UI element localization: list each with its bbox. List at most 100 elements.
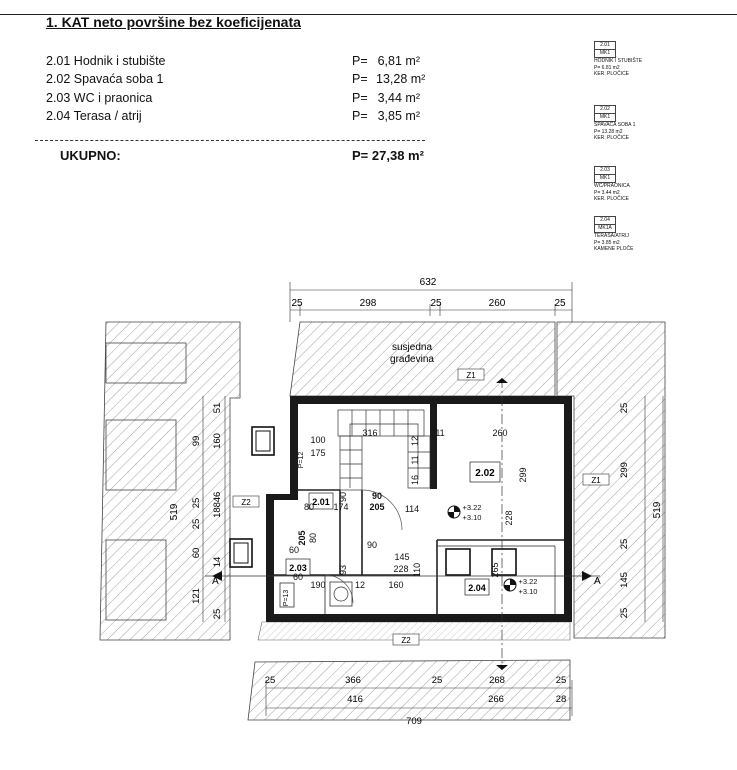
total-value: P= 27,38 m²	[352, 148, 424, 163]
inner-dimension: 174	[333, 502, 348, 512]
inner-dimension: 145	[394, 552, 409, 562]
area-value: 13,28 m²	[376, 72, 426, 86]
dimension-label: 519	[652, 501, 663, 518]
washing-machine-icon	[329, 581, 353, 607]
room-row: 2.01 Hodnik i stubište P= 6,81 m²	[46, 54, 420, 68]
door-swing	[324, 574, 354, 604]
window-tag: Z1	[591, 476, 601, 485]
room-row: 2.04 Terasa / atrij P= 3,85 m²	[46, 109, 420, 123]
skylight	[229, 538, 253, 568]
inner-dimension: 90	[338, 492, 348, 502]
inner-dimension: 114	[405, 504, 419, 514]
dimension-label: 632	[420, 277, 437, 288]
inner-dimension: 110	[412, 563, 422, 577]
level-label: +3.10	[519, 587, 538, 596]
area-prefix: P=	[352, 54, 368, 68]
dimension-label: 299	[619, 462, 630, 478]
total-label: UKUPNO:	[60, 148, 121, 163]
inner-dimension: 11	[410, 455, 420, 464]
inner-dimension: 12	[410, 436, 420, 446]
dimension-label: 25	[212, 609, 223, 620]
skylight	[491, 548, 517, 576]
dimension-label: 268	[489, 675, 505, 686]
dimension-label: 25	[191, 498, 202, 509]
neighbor-label: susjedna	[392, 342, 432, 353]
inner-dimension: 205	[369, 502, 384, 512]
section-arrow-icon	[582, 571, 592, 581]
header-rule	[0, 14, 737, 15]
dimension-label: 366	[345, 675, 361, 686]
level-label: +3.22	[519, 577, 538, 586]
toilet-icon	[279, 582, 295, 608]
total-divider	[35, 140, 425, 141]
dimension-label: 25	[556, 675, 567, 686]
window-tag: Z1	[466, 371, 476, 380]
neighbor-hatch-left	[99, 321, 241, 641]
inner-dimension: 160	[388, 580, 403, 590]
dimension-label: 51	[212, 403, 223, 414]
room-name: 2.01 Hodnik i stubište	[46, 54, 166, 68]
area-value: 6,81 m²	[377, 54, 420, 68]
dimension-label: 519	[169, 503, 180, 520]
room-name: 2.02 Spavaća soba 1	[46, 72, 164, 86]
dimension-label: 25	[191, 519, 202, 530]
inner-dimension: P=12	[298, 452, 305, 469]
inner-dimension: 93	[338, 565, 348, 575]
level-label: +3.22	[463, 503, 482, 512]
inner-dimension: 228	[504, 510, 514, 525]
room-label: 2.04	[468, 583, 486, 593]
inner-dimension: 60	[289, 545, 299, 555]
dimension-label: 121	[191, 588, 202, 604]
dimension-label: 99	[191, 436, 202, 447]
dimension-label: 25	[432, 675, 443, 686]
window-tag: Z2	[401, 636, 411, 645]
dimension-label: 266	[488, 694, 504, 705]
level-marker-icon	[447, 505, 461, 519]
area-value: 3,85 m²	[377, 109, 420, 123]
inner-dimension: 12	[355, 580, 365, 590]
section-label: A	[212, 576, 219, 587]
area-prefix: P=	[352, 91, 368, 105]
room-name: 2.03 WC i praonica	[46, 91, 153, 105]
neighbor-roof-rect	[105, 539, 167, 621]
inner-dimension: 205	[297, 530, 307, 545]
inner-dimension: 316	[362, 428, 377, 438]
door-swing	[361, 489, 403, 531]
dimension-label: 25	[554, 298, 566, 309]
section-arrow-icon	[496, 665, 508, 670]
inner-dimension: 190	[310, 580, 325, 590]
wall-core	[430, 404, 437, 489]
inner-dimension: 80	[308, 533, 318, 543]
neighbor-hatch-right	[556, 321, 666, 639]
dimension-label: 188	[212, 502, 223, 518]
inner-dimension: 260	[492, 428, 507, 438]
dimension-label: 25	[619, 608, 630, 619]
dimension-label: 46	[212, 492, 223, 503]
dimension-label: 260	[489, 298, 506, 309]
inner-dimension: 228	[393, 564, 408, 574]
dimension-label: 25	[619, 539, 630, 550]
skylight	[251, 426, 275, 456]
room-label: 2.03	[289, 563, 307, 573]
level-label: +3.10	[463, 513, 482, 522]
dimension-label: 25	[291, 298, 303, 309]
room-name: 2.04 Terasa / atrij	[46, 109, 142, 123]
dimension-label: 25	[619, 403, 630, 414]
dimension-label: 145	[619, 572, 630, 588]
skylight-inner	[233, 542, 249, 564]
skylight	[445, 548, 471, 576]
neighbor-roof-rect	[105, 419, 177, 491]
section-arrow-icon	[496, 378, 508, 383]
inner-dimension: 11	[435, 428, 444, 438]
page-title: 1. KAT neto površine bez koeficijenata	[46, 14, 301, 30]
total-row: UKUPNO: P= 27,38 m²	[60, 148, 424, 163]
dimension-label: 28	[556, 694, 567, 705]
skylight-inner	[255, 430, 271, 452]
area-value: 3,44 m²	[377, 91, 420, 105]
inner-dimension: 100	[310, 435, 325, 445]
dimension-label: 14	[212, 557, 223, 568]
